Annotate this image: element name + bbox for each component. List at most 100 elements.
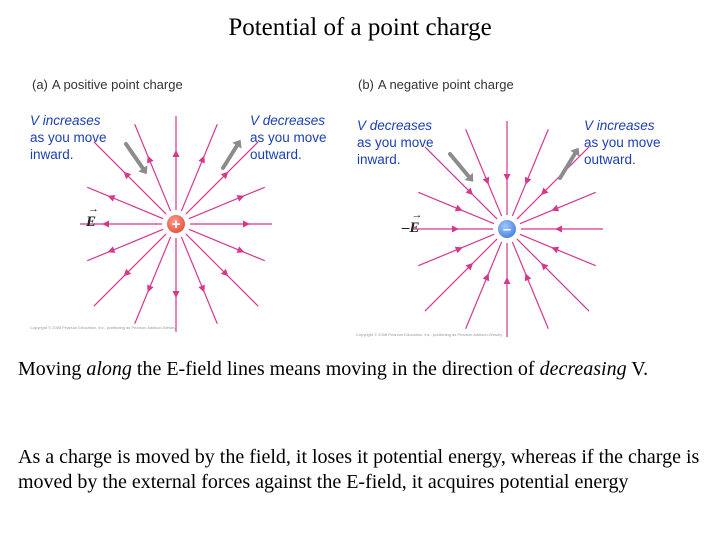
gray-direction-arrow [558,147,580,180]
panel-a-right-note: V decreases as you move outward. [250,112,327,163]
vector-arrow-icon: → [411,209,423,221]
field-line [424,238,498,312]
field-arrowhead [551,246,560,254]
gray-direction-arrow [124,142,148,175]
field-arrowhead [198,155,205,164]
field-lines-positive [80,116,272,332]
field-line [93,233,167,307]
panel-b-right-note: V increases as you move outward. [584,117,661,168]
field-arrowhead [102,220,109,228]
field-line [188,228,265,262]
note-line: V decreases [357,118,433,133]
field-line [87,186,164,220]
field-arrowhead [465,187,474,196]
note-line: V decreases [250,113,326,128]
diagram-positive-charge: (a)A positive point charge V increases a… [16,68,356,340]
note-line: as you move [357,135,434,150]
field-line [465,241,503,330]
field-arrowhead [454,246,463,254]
slide-title: Potential of a point charge [228,14,492,41]
explanation-paragraph-1: Moving along the E-field lines means mov… [18,357,708,382]
negative-charge: – [498,220,516,238]
e-symbol: E [86,214,97,230]
note-line: inward. [357,152,401,167]
explanation-paragraph-2: As a charge is moved by the field, it lo… [18,446,700,493]
field-arrowhead [503,174,511,181]
field-arrowhead [220,268,229,277]
panel-a-title: (a)A positive point charge [32,77,183,92]
diagram-negative-charge: (b)A negative point charge V decreases a… [350,68,690,340]
field-arrowhead [540,262,549,271]
charge-symbol: – [502,220,512,238]
field-arrowhead [551,204,560,212]
negative-e-field-vector-label: –→E [402,209,423,237]
field-arrowhead [172,150,180,157]
field-arrowhead [236,195,245,202]
field-arrowhead [243,220,250,228]
field-arrowhead [503,277,511,284]
panel-a-label: (a) [32,77,48,92]
field-line [180,123,218,212]
field-line [93,141,167,215]
field-arrowhead [172,291,180,298]
field-arrowhead [107,195,116,202]
field-line [87,228,164,262]
note-line: V increases [30,113,101,128]
note-line: inward. [30,147,74,162]
field-arrowhead [147,155,154,164]
field-line [516,146,590,220]
field-line [424,146,498,220]
emphasis-along: along [86,358,132,380]
positive-charge: + [167,215,185,233]
field-line [134,236,172,325]
note-line: as you move [584,135,661,150]
field-line [516,238,590,312]
field-line [511,128,549,217]
e-field-vector-label: →E [86,203,99,231]
field-line [185,233,259,307]
charge-symbol: + [171,215,181,233]
text-run: the E-field lines means moving in the di… [131,358,540,380]
text-run: Moving [18,358,87,380]
field-line [185,141,259,215]
panel-a-left-note: V increases as you move inward. [30,112,107,163]
panel-b-left-note: V decreases as you move inward. [357,117,434,168]
vector-arrow-icon: → [88,203,99,215]
field-line [511,241,549,330]
copyright-note: Copyright © 2008 Pearson Education, Inc.… [356,332,503,337]
panel-b-label: (b) [358,77,374,92]
panel-b-title: (b)A negative point charge [358,77,514,92]
panel-b-heading: A negative point charge [377,77,514,92]
note-line: as you move [30,130,107,145]
note-line: V increases [584,118,655,133]
field-arrowhead [452,225,459,233]
minus-prefix: – [402,220,410,236]
field-line [180,236,218,325]
field-arrowhead [482,176,490,185]
field-arrowhead [454,204,463,212]
field-arrowhead [236,246,245,253]
field-line [465,128,503,217]
note-line: as you move [250,130,327,145]
field-arrowhead [555,225,562,233]
field-arrowhead [465,262,474,271]
field-arrowhead [524,273,532,282]
field-arrowhead [107,246,116,253]
field-line [134,123,172,212]
panel-a-heading: A positive point charge [51,77,183,92]
gray-direction-arrow [448,152,474,182]
field-arrowhead [220,171,229,180]
field-line [188,186,265,220]
gray-direction-arrow [221,139,242,170]
field-arrowhead [123,268,132,277]
note-line: outward. [584,152,636,167]
field-arrowhead [524,176,532,185]
copyright-note: Copyright © 2008 Pearson Education, Inc.… [30,325,177,330]
field-arrowhead [123,171,132,180]
field-lines-negative [411,121,603,337]
note-line: outward. [250,147,302,162]
e-symbol: E [409,220,420,236]
text-run: V. [626,358,649,380]
emphasis-decreasing: decreasing [539,358,627,380]
field-arrowhead [482,273,490,282]
